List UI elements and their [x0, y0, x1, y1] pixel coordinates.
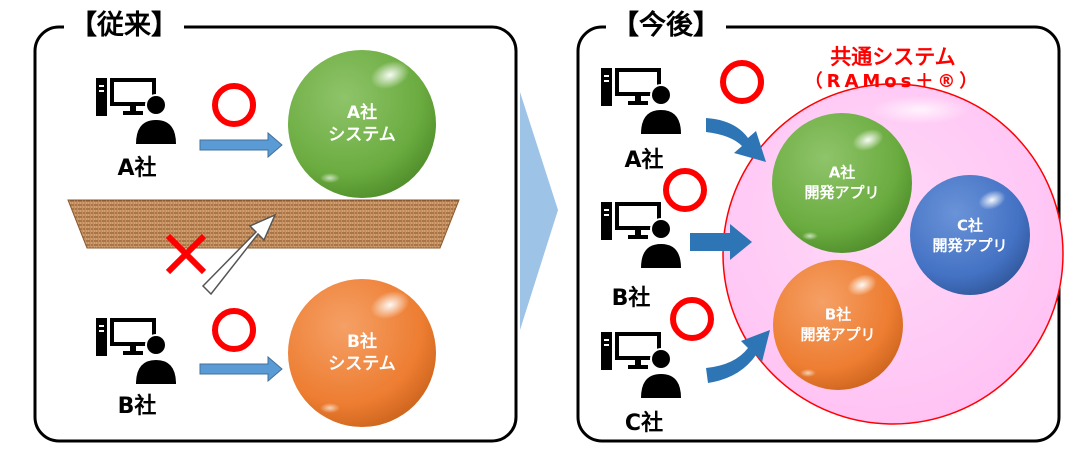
c-company-app-label: C社 開発アプリ: [932, 217, 1007, 256]
arrow-icon: [199, 355, 283, 383]
app-label-line1: C社: [956, 216, 984, 235]
a-company-system-sphere: [288, 50, 436, 198]
sphere-highlight: [847, 274, 877, 296]
sphere-highlight: [800, 369, 816, 377]
a-company-system-label: A社 システム: [328, 102, 396, 146]
b-company-system-label: B社 システム: [328, 331, 396, 375]
transition-chevron: [520, 92, 558, 330]
sphere-highlight: [320, 173, 340, 183]
b-company-system-sphere: [288, 279, 436, 427]
company-label-b-left: B社: [117, 394, 157, 419]
common-system-title: 共通システム （RAMos＋®）: [805, 44, 982, 94]
common-system-line2: （RAMos＋®）: [804, 71, 982, 92]
system-label-line1: A社: [346, 102, 378, 123]
system-label-line1: B社: [347, 331, 377, 352]
cross-mark: [165, 233, 207, 275]
common-system-line1: 共通システム: [830, 45, 956, 69]
circle-ok-mark: [212, 83, 256, 127]
app-label-line2: 開発アプリ: [932, 236, 1008, 254]
circle-ok-mark: [720, 60, 764, 104]
app-label-line2: 開発アプリ: [800, 325, 876, 343]
circle-ok-mark: [212, 308, 256, 352]
app-label-line2: 開発アプリ: [804, 183, 880, 201]
company-label-a-left: A社: [117, 156, 157, 181]
curved-arrow-icon: [706, 330, 770, 383]
system-label-line2: システム: [328, 354, 396, 374]
blocked-arrow-icon: [201, 213, 277, 296]
company-label-a-right: A社: [624, 148, 664, 173]
right-panel-title: 【今後】: [606, 11, 726, 41]
b-company-app-sphere: [773, 260, 903, 390]
system-label-line2: システム: [328, 125, 396, 145]
sphere-highlight: [320, 403, 340, 413]
left-panel-title: 【従来】: [64, 11, 184, 41]
b-company-app-label: B社 開発アプリ: [800, 306, 875, 345]
circle-ok-mark: [670, 297, 714, 341]
sphere-highlight: [870, 96, 970, 124]
a-company-app-sphere: [772, 113, 912, 253]
a-company-app-label: A社 開発アプリ: [804, 164, 879, 203]
sphere-highlight: [370, 290, 410, 320]
circle-ok-mark: [663, 168, 707, 212]
sphere-highlight: [978, 190, 1006, 210]
app-label-line1: B社: [824, 305, 852, 324]
arrow-icon: [199, 131, 283, 159]
app-label-line1: A社: [828, 163, 856, 182]
arrow-icon: [690, 224, 752, 260]
sphere-highlight: [802, 232, 818, 240]
sphere-highlight: [370, 60, 410, 90]
company-label-c-right: C社: [624, 411, 664, 436]
curved-arrow-icon: [706, 118, 766, 162]
company-label-b-right: B社: [611, 286, 651, 311]
sphere-highlight: [852, 129, 884, 151]
